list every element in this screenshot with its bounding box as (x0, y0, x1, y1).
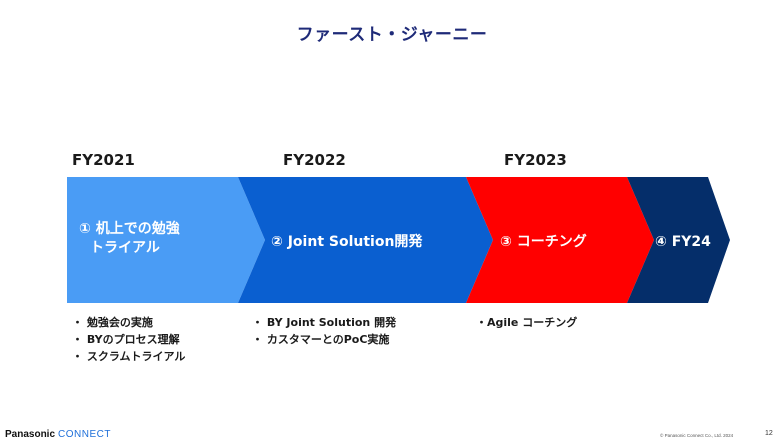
step-1-label: ① 机上での勉強 トライアル (79, 220, 180, 258)
bullet-item: BYのプロセス理解 (72, 331, 185, 348)
step-4-label: ④ FY24 (655, 234, 711, 250)
chevron-step-1 (67, 177, 265, 303)
year-label-fy2023: FY2023 (504, 151, 567, 169)
step-1-label-line2: トライアル (90, 240, 160, 256)
chevron-step-4 (627, 177, 730, 303)
bullet-item: 勉強会の実施 (72, 314, 185, 331)
logo-brand-text: Panasonic (5, 429, 56, 440)
chevron-step-3 (466, 177, 654, 303)
step-2-label: ② Joint Solution開発 (271, 234, 423, 250)
page-number: 12 (765, 430, 773, 437)
bullet-item: BY Joint Solution 開発 (252, 314, 396, 331)
bullet-list-fy2023: Agile コーチング (476, 314, 577, 331)
step-1-label-line1: ① 机上での勉強 (79, 221, 180, 237)
bullet-list-fy2021: 勉強会の実施 BYのプロセス理解 スクラムトライアル (72, 314, 186, 365)
chevron-step-2 (238, 177, 493, 303)
bullet-item: カスタマーとのPoC実施 (252, 331, 396, 348)
bullet-item: Agile コーチング (476, 314, 577, 331)
year-label-fy2021: FY2021 (72, 151, 135, 169)
step-3-label: ③ コーチング (500, 234, 587, 250)
bullet-item: スクラムトライアル (72, 348, 186, 365)
slide-title: ファースト・ジャーニー (296, 25, 488, 45)
year-label-fy2022: FY2022 (283, 151, 346, 169)
bullet-list-fy2022: BY Joint Solution 開発 カスタマーとのPoC実施 (252, 314, 396, 348)
copyright-notice: © Panasonic Connect Co., Ltd. 2024 (660, 433, 734, 438)
logo-connect-text: CONNECT (58, 429, 111, 440)
